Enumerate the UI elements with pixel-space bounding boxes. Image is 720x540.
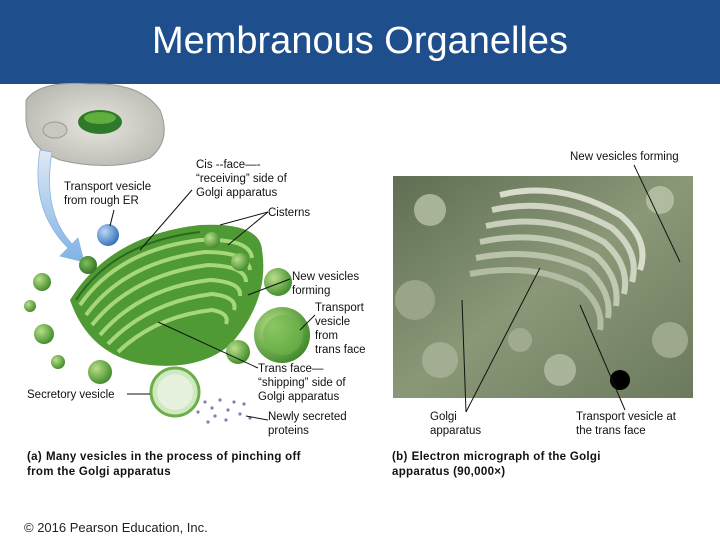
label-secretory-vesicle: Secretory vesicle <box>27 389 115 401</box>
cell-thumbnail <box>25 82 165 166</box>
label-transport-vesicle-from-trans-face: Transport vesicle from trans face <box>315 302 366 356</box>
vesicle <box>264 268 292 296</box>
electron-micrograph <box>393 176 693 398</box>
label-transport-vesicle-at-trans-face: Transport vesicle at the trans face <box>576 411 676 437</box>
vesicle <box>204 232 220 248</box>
vesicle <box>34 324 54 344</box>
vesicle <box>33 273 51 291</box>
caption-a-tag: (a) <box>27 451 42 463</box>
slide-title: Membranous Organelles <box>151 20 569 62</box>
label-transport-vesicle-from-rough-er: Transport vesicle from rough ER <box>64 181 152 207</box>
vesicle <box>231 253 249 271</box>
caption-b: (b)Electron micrograph of the Golgi appa… <box>392 450 601 480</box>
label-cis-face: Cis --face—- “receiving” side of Golgi a… <box>196 159 287 199</box>
flow-arrow <box>37 149 85 263</box>
vesicle <box>88 360 112 384</box>
label-golgi-apparatus: Golgi apparatus <box>430 411 482 437</box>
secretory-vesicle-inner <box>157 374 193 410</box>
caption-a-text: Many vesicles in the process of pinching… <box>27 451 301 478</box>
er-transport-vesicle <box>97 224 119 246</box>
caption-b-text: Electron micrograph of the Golgi apparat… <box>392 451 601 478</box>
title-bar: Membranous Organelles <box>0 0 720 84</box>
secreted-proteins <box>196 398 252 424</box>
caption-a: (a)Many vesicles in the process of pinch… <box>27 450 301 480</box>
label-new-vesicles-forming: New vesicles forming <box>292 271 360 297</box>
label-cisterns: Cisterns <box>268 207 311 219</box>
vesicle <box>226 340 250 364</box>
golgi-illustration <box>70 224 264 366</box>
leader-lines-a <box>109 189 316 421</box>
leader-lines-b <box>461 164 681 413</box>
caption-b-tag: (b) <box>392 451 408 463</box>
vesicle <box>51 355 65 369</box>
vesicle <box>24 300 36 312</box>
label-trans-face: Trans face— “shipping” side of Golgi app… <box>258 363 346 403</box>
label-newly-secreted-proteins: Newly secreted proteins <box>268 411 347 437</box>
vesicle <box>263 315 303 355</box>
label-new-vesicles-forming-em: New vesicles forming <box>570 151 679 163</box>
vesicle <box>79 256 97 274</box>
copyright: © 2016 Pearson Education, Inc. <box>24 520 208 535</box>
